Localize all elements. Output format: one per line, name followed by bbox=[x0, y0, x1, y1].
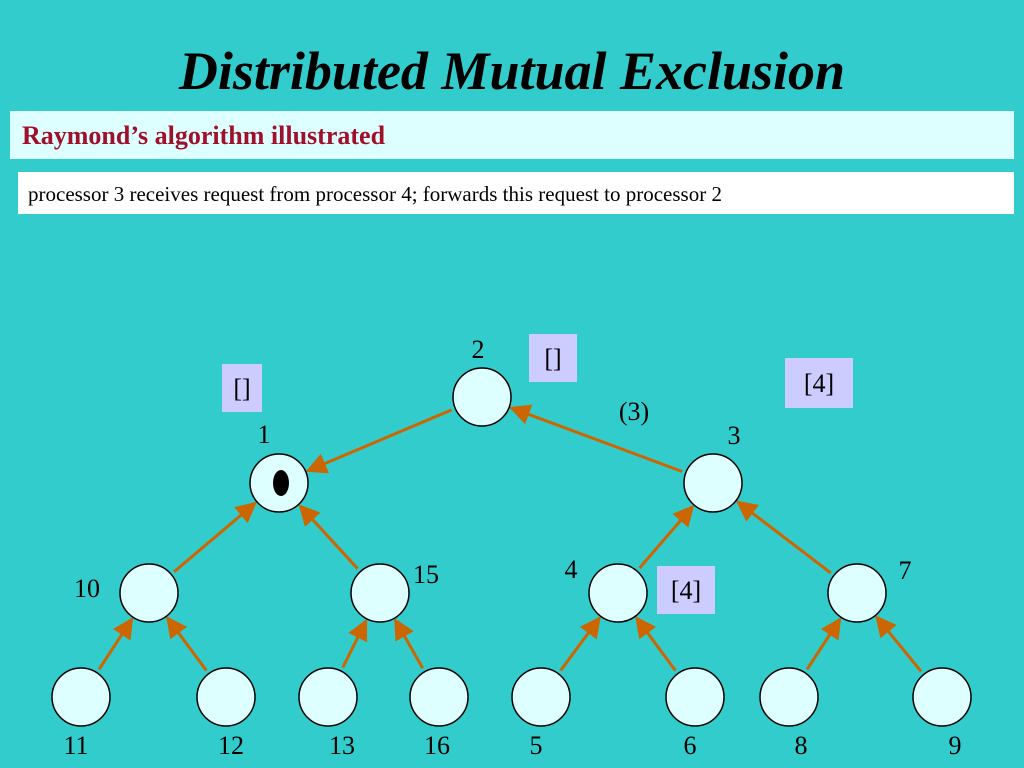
token-icon bbox=[273, 470, 289, 496]
slide-title: Distributed Mutual Exclusion bbox=[178, 41, 846, 101]
edge-12-to-10 bbox=[166, 616, 208, 672]
node-label-11: 11 bbox=[63, 731, 88, 760]
node-label-2: 2 bbox=[472, 335, 485, 364]
queue-text-3: [4] bbox=[804, 369, 834, 398]
node-3 bbox=[683, 453, 743, 513]
node-label-1: 1 bbox=[258, 420, 271, 449]
description-text: processor 3 receives request from proces… bbox=[28, 182, 722, 206]
node-10 bbox=[119, 563, 179, 623]
edge-15-to-1 bbox=[298, 504, 359, 570]
edge-11-to-10 bbox=[97, 617, 134, 671]
nodes-layer bbox=[51, 367, 972, 727]
node-label-15: 15 bbox=[413, 560, 439, 589]
node-5 bbox=[511, 667, 571, 727]
edge-9-to-7 bbox=[875, 615, 923, 673]
edge-5-to-4 bbox=[559, 616, 601, 672]
queue-text-1: [] bbox=[233, 374, 250, 403]
edge-6-to-4 bbox=[635, 616, 677, 672]
node-11 bbox=[51, 667, 111, 727]
queue-1: [] bbox=[222, 364, 262, 412]
node-label-16: 16 bbox=[424, 731, 450, 760]
queue-2: [] bbox=[529, 334, 577, 382]
queue-4: [4] bbox=[657, 566, 715, 614]
subtitle-text: Raymond’s algorithm illustrated bbox=[22, 121, 386, 150]
edge-13-to-15 bbox=[341, 618, 368, 669]
queue-text-4: [4] bbox=[671, 576, 701, 605]
subtitle-banner: Raymond’s algorithm illustrated bbox=[10, 111, 1014, 159]
edge-8-to-7 bbox=[805, 617, 842, 671]
node-label-8: 8 bbox=[795, 731, 808, 760]
queues-layer: [] [] [4] [4] bbox=[222, 334, 853, 614]
node-label-4: 4 bbox=[565, 555, 578, 584]
edge-7-to-3 bbox=[735, 500, 832, 575]
node-label-3: 3 bbox=[728, 421, 741, 450]
node-15 bbox=[350, 563, 410, 623]
message-label-3-to-2: (3) bbox=[619, 397, 649, 426]
node-label-13: 13 bbox=[329, 731, 355, 760]
node-2 bbox=[452, 367, 512, 427]
edge-10-to-1 bbox=[173, 501, 257, 573]
node-8 bbox=[759, 667, 819, 727]
node-label-6: 6 bbox=[684, 731, 697, 760]
edges-layer bbox=[97, 404, 923, 673]
queue-box-1 bbox=[222, 364, 262, 412]
edge-16-to-15 bbox=[393, 618, 425, 670]
edge-4-to-3 bbox=[638, 504, 695, 570]
description-banner: processor 3 receives request from proces… bbox=[18, 172, 1014, 214]
edge-3-to-2 bbox=[509, 404, 683, 473]
node-label-12: 12 bbox=[218, 731, 244, 760]
queue-3: [4] bbox=[785, 358, 853, 408]
node-7 bbox=[827, 563, 887, 623]
node-13 bbox=[298, 667, 358, 727]
queue-box-3 bbox=[785, 358, 853, 408]
node-label-9: 9 bbox=[949, 731, 962, 760]
node-label-5: 5 bbox=[530, 731, 543, 760]
queue-text-2: [] bbox=[544, 344, 561, 373]
node-label-7: 7 bbox=[899, 556, 912, 585]
node-16 bbox=[409, 667, 469, 727]
node-4 bbox=[588, 563, 648, 623]
node-9 bbox=[912, 667, 972, 727]
node-label-10: 10 bbox=[74, 574, 100, 603]
queue-box-4 bbox=[657, 566, 715, 614]
edge-2-to-1 bbox=[305, 408, 453, 474]
node-12 bbox=[196, 667, 256, 727]
queue-box-2 bbox=[529, 334, 577, 382]
node-6 bbox=[665, 667, 725, 727]
